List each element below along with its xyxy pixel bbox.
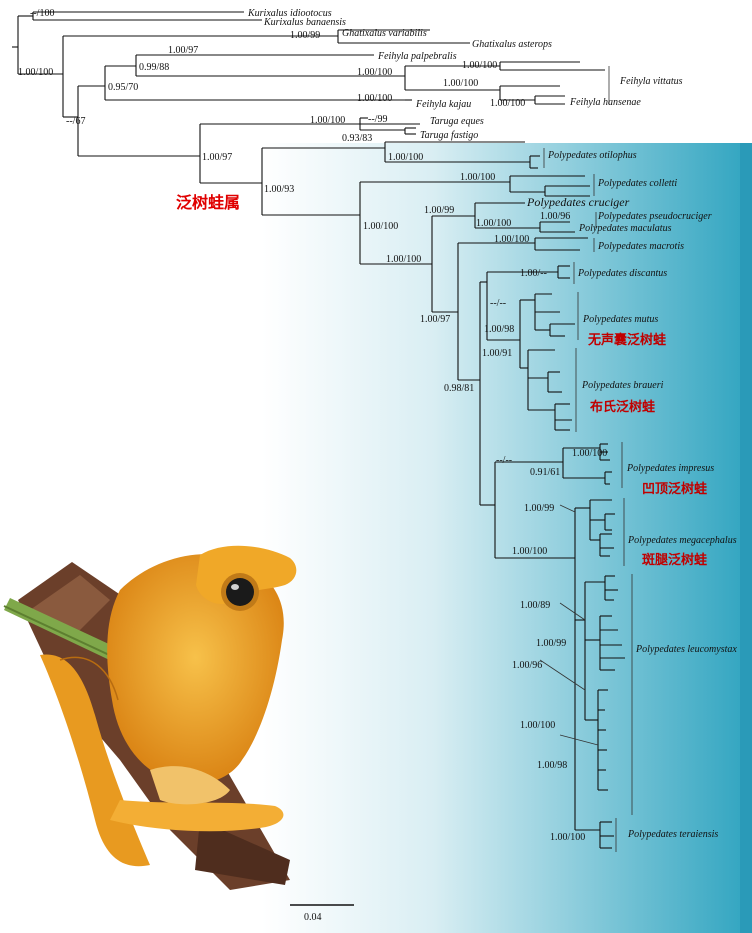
species-cn-label: 凹顶泛树蛙 xyxy=(642,481,707,497)
support-value: 1.00/99 xyxy=(524,503,554,514)
tip-label: Polypedates megacephalus xyxy=(627,535,737,546)
support-value: --/67 xyxy=(66,116,85,127)
support-value: 1.00/100 xyxy=(550,832,585,843)
support-value: 1.00/100 xyxy=(512,546,547,557)
support-value: 1.00/98 xyxy=(537,760,567,771)
support-value: 1.00/100 xyxy=(490,98,525,109)
support-value: 1.00/100 xyxy=(357,93,392,104)
support-value: 1.00/98 xyxy=(484,324,514,335)
support-value: 1.00/100 xyxy=(363,221,398,232)
tip-label: Kurixalus banaensis xyxy=(263,17,346,28)
support-value: --/-- xyxy=(496,455,512,466)
tip-label: Taruga fastigo xyxy=(420,130,478,141)
support-value: 1.00/91 xyxy=(482,348,512,359)
scale-bar: 0.04 xyxy=(290,904,354,923)
support-value: 1.00/100 xyxy=(310,115,345,126)
support-value: 1.00/99 xyxy=(290,30,320,41)
tip-label: Polypedates discantus xyxy=(577,268,667,279)
polypedates-branches xyxy=(261,141,625,849)
outgroup-branches xyxy=(12,11,605,184)
tip-label: Feihyla vittatus xyxy=(619,76,683,87)
tip-label: Taruga eques xyxy=(430,116,484,127)
clade-background-edge xyxy=(740,143,752,933)
support-value: --/99 xyxy=(368,114,387,125)
tip-label: Polypedates braueri xyxy=(581,380,664,391)
species-cn-label: 斑腿泛树蛙 xyxy=(642,552,707,568)
support-value: 1.00/100 xyxy=(18,67,53,78)
tip-label: Polypedates teraiensis xyxy=(627,829,718,840)
species-cn-label: 布氏泛树蛙 xyxy=(590,399,655,415)
tip-label: Polypedates impresus xyxy=(626,463,714,474)
tip-label: Polypedates pseudocruciger xyxy=(597,211,712,222)
support-value: 1.00/97 xyxy=(168,45,198,56)
tip-label: Feihyla palpebralis xyxy=(377,51,457,62)
support-value: --/100 xyxy=(30,8,54,19)
chinese-labels: 泛树蛙属 无声囊泛树蛙 布氏泛树蛙 凹顶泛树蛙 斑腿泛树蛙 xyxy=(176,193,707,568)
tip-label: Polypedates colletti xyxy=(597,178,677,189)
tip-label: Ghatixalus variabilis xyxy=(342,28,427,39)
support-value: 1.00/-- xyxy=(520,268,547,279)
support-value: 1.00/100 xyxy=(388,152,423,163)
tip-label: Ghatixalus asterops xyxy=(472,39,552,50)
support-value: 0.93/83 xyxy=(342,133,372,144)
genus-label: 泛树蛙属 xyxy=(176,193,240,212)
support-value: 1.00/96 xyxy=(512,660,542,671)
clade-brackets xyxy=(543,66,633,852)
tip-label: Feihyla kajau xyxy=(415,99,471,110)
tip-label: Polypedates cruciger xyxy=(526,195,630,209)
support-value: 1.00/100 xyxy=(462,60,497,71)
support-value: 0.99/88 xyxy=(139,62,169,73)
species-cn-label: 无声囊泛树蛙 xyxy=(587,332,666,348)
scale-bar-label: 0.04 xyxy=(304,912,322,923)
tip-label: Polypedates macrotis xyxy=(597,241,684,252)
clade-background xyxy=(262,143,752,933)
support-value: 1.00/97 xyxy=(420,314,450,325)
tip-label: Polypedates maculatus xyxy=(578,223,672,234)
support-value: 0.91/61 xyxy=(530,467,560,478)
tip-label: Kurixalus idiootocus xyxy=(247,8,332,19)
support-value: 1.00/89 xyxy=(520,600,550,611)
tip-label: Polypedates leucomystax xyxy=(635,644,737,655)
support-value: 1.00/100 xyxy=(460,172,495,183)
support-value: 1.00/99 xyxy=(536,638,566,649)
support-value: 1.00/100 xyxy=(357,67,392,78)
support-value: 0.98/81 xyxy=(444,383,474,394)
tip-labels: Kurixalus idiootocus Kurixalus banaensis… xyxy=(247,8,737,840)
support-values: --/100 1.00/99 1.00/100 1.00/97 1.00/100… xyxy=(18,8,607,843)
support-value: 1.00/100 xyxy=(520,720,555,731)
tip-label: Polypedates mutus xyxy=(582,314,658,325)
support-value: 0.95/70 xyxy=(108,82,138,93)
support-value: 1.00/100 xyxy=(494,234,529,245)
frog-photo xyxy=(3,545,297,890)
support-value: 1.00/100 xyxy=(386,254,421,265)
tip-label: Polypedates otilophus xyxy=(547,150,637,161)
support-value: 1.00/97 xyxy=(202,152,232,163)
support-value: 1.00/96 xyxy=(540,211,570,222)
support-value: 1.00/100 xyxy=(476,218,511,229)
support-value: 1.00/93 xyxy=(264,184,294,195)
support-value: --/-- xyxy=(490,298,506,309)
support-value: 1.00/100 xyxy=(572,448,607,459)
support-value: 1.00/100 xyxy=(443,78,478,89)
support-value: 1.00/99 xyxy=(424,205,454,216)
tip-label: Feihyla hansenae xyxy=(569,97,641,108)
